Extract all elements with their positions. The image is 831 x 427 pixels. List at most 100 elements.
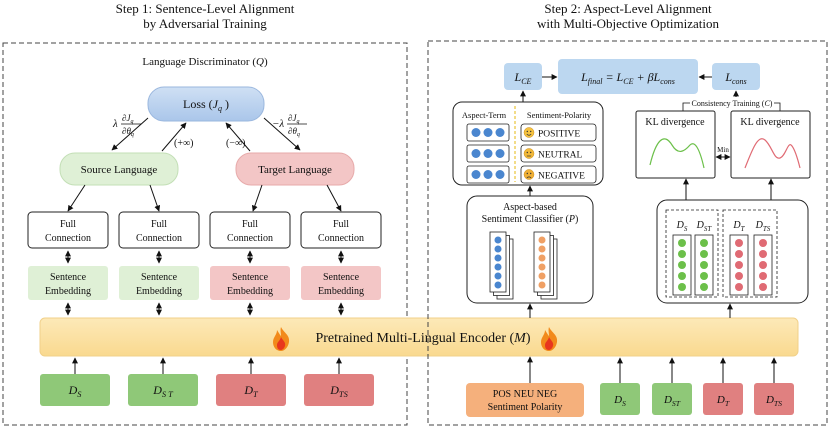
lce-label: LCE [514,70,532,86]
consistency-label-bg [690,97,774,109]
polarity-label: POSITIVE [538,130,580,140]
lce-box [504,63,542,90]
token-dot [678,272,686,280]
kl-left-label: KL divergence [645,117,705,128]
fire-icon [541,327,558,351]
lcons-box [712,63,760,90]
lfinal-equation: Lfinal = LCE + βLcons [580,70,675,86]
group-label: DT [732,220,745,233]
full-connection-box [27,211,109,249]
full-connection-line1: Full [60,219,76,230]
dataset-label: DT [716,394,730,408]
kl-right-label: KL divergence [740,117,800,128]
sentiment-line2: Sentiment Polarity [488,402,563,413]
token-dot [471,149,481,158]
dataset-label: DS [68,383,83,399]
source-language-node [59,152,179,186]
vector-card [489,231,507,293]
encoder-bar [39,317,799,357]
step1-title-line2: by Adversarial Training [143,16,267,31]
emoji-icon [523,127,535,138]
arrow-src-fc2 [149,184,161,212]
token-dot [678,283,686,291]
target-language-node [235,152,355,186]
arrow-tgt-fc4 [326,184,342,212]
sentence-embedding-line1: Sentence [50,272,87,283]
step2-title-line2: with Multi-Objective Optimization [537,16,719,31]
dataset-box [128,374,198,406]
full-connection-line1: Full [242,219,258,230]
sentiment-line1: POS NEU NEG [493,389,557,400]
token-dot [471,128,481,137]
polarity-row [520,144,597,163]
emoji-icon [523,148,535,159]
dataset-label: DT [243,383,259,399]
token-dot [678,239,686,247]
token-dot [678,250,686,258]
sentence-embedding-line2: Embedding [45,286,91,297]
full-connection-line2: Connection [318,233,364,244]
step2-title-line1: Step 2: Aspect-Level Alignment [544,1,712,16]
token-dot [538,236,546,244]
grad-right: −λ ∂Jq ∂θq [272,113,307,138]
emoji-icon [523,169,535,180]
prediction-panel [452,101,604,186]
source-language-label: Source Language [81,164,158,176]
svg-text:−λ: −λ [272,118,284,130]
step1-datasets: DS DS T DT DTS [40,357,374,406]
dataset-box [703,383,743,415]
dataset-label: DS T [152,383,174,399]
token-dot [735,283,743,291]
arrow-target-loss [225,122,251,152]
loss-node [147,86,265,122]
fire-icon [273,327,290,351]
sentence-embedding-box [28,266,108,300]
token-dot [759,283,767,291]
token-dot [759,272,767,280]
token-dot [678,261,686,269]
sentiment-polarity-box [466,383,584,417]
full-connection-line2: Connection [227,233,273,244]
full-connection-box [300,211,382,249]
target-language-label: Target Language [258,164,332,176]
arrow-source-loss [161,122,187,152]
token-dot [538,245,546,253]
kl-left-curve [649,138,705,169]
sentence-embedding-box [119,266,199,300]
token-dot [494,281,502,289]
full-connection-line1: Full [151,219,167,230]
token-dot [700,261,708,269]
classifier-stacks [489,231,558,300]
classifier-line2: Sentiment Classifier (P) [482,214,579,225]
group-source-frame [665,209,719,298]
encoder-label: Pretrained Multi-Lingual Encoder (M) [315,331,530,346]
lcons-label: Lcons [724,70,746,86]
svg-text:λ: λ [112,118,118,130]
step1-frame [2,42,408,426]
svg-text:∂θq: ∂θq [288,126,300,138]
token-dot [735,239,743,247]
classifier-line1: Aspect-based [503,202,557,213]
aspect-term-header: Aspect-Term [462,110,507,120]
sentence-embedding-line1: Sentence [141,272,178,283]
token-dot [471,170,481,179]
token-dot [483,128,493,137]
kl-right-curve [744,138,801,169]
token-dot [538,254,546,262]
dataset-box [40,374,110,406]
full-connection-line2: Connection [45,233,91,244]
svg-text:∂Jq: ∂Jq [122,113,133,125]
sentence-embedding-line1: Sentence [232,272,269,283]
neg-inf-label: (−∞) [226,138,245,149]
pos-inf-label: (+∞) [174,138,193,149]
dataset-label: DTS [329,383,348,399]
svg-text:∂θq: ∂θq [122,126,134,138]
token-dot [483,149,493,158]
step1-title-line1: Step 1: Sentence-Level Alignment [116,1,295,16]
